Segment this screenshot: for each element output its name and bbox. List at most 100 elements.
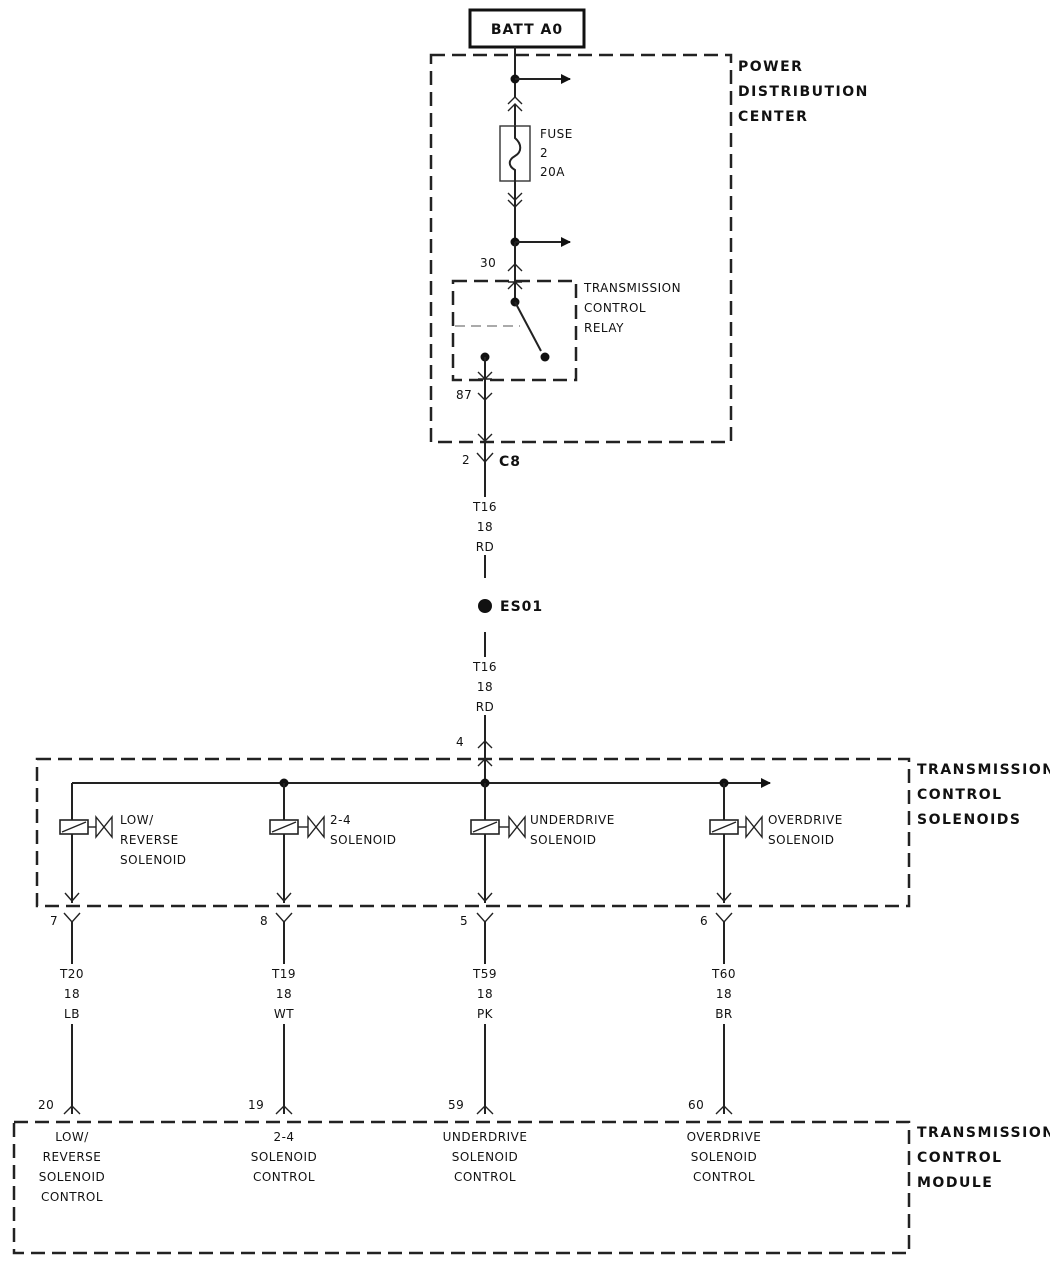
wire-3-gauge: 18 — [477, 987, 493, 1001]
transmission-control-relay: TRANSMISSION CONTROL RELAY — [451, 279, 681, 382]
solenoid-valve-icon — [745, 815, 763, 839]
fuse-label-line-1: FUSE — [540, 127, 573, 141]
wire-1-circuit: T20 — [59, 967, 84, 981]
wire-2-circuit: T19 — [271, 967, 296, 981]
tcm-label-line-1: TRANSMISSION — [917, 1125, 1050, 1141]
solenoid-1-out-pin: 7 — [50, 914, 58, 928]
tcm-input-2-line-3: CONTROL — [253, 1170, 315, 1184]
connector-symbol — [715, 1105, 733, 1115]
tcm-input-1-line-2: REVERSE — [43, 1150, 102, 1164]
transmission-control-module: TRANSMISSION CONTROL MODULE LOW/ REVERSE… — [12, 1120, 1050, 1255]
solenoid-4-label-line-2: SOLENOID — [768, 833, 835, 847]
solenoid-block-boundary — [35, 757, 911, 908]
tcm-pin-20: 20 — [38, 1098, 54, 1112]
wire-4-circuit: T60 — [711, 967, 736, 981]
tcm-input-3-line-3: CONTROL — [454, 1170, 516, 1184]
solenoid-1-label-line-3: SOLENOID — [120, 853, 187, 867]
splice-es01: ES01 — [478, 599, 543, 615]
tcm-input-4-line-1: OVERDRIVE — [687, 1130, 762, 1144]
connector-chevron — [477, 433, 493, 442]
fuse-label-line-2: 2 — [540, 146, 548, 160]
tcm-input-3-line-1: UNDERDRIVE — [443, 1130, 528, 1144]
connector-chevron — [507, 281, 523, 290]
wire-lower-color: RD — [476, 700, 495, 714]
tcm-boundary — [12, 1120, 911, 1255]
solenoid-output-pins: 7 8 5 6 — [50, 912, 733, 928]
wire-lower-gauge: 18 — [477, 680, 493, 694]
fuse-label-line-3: 20A — [540, 165, 565, 179]
2-4-solenoid: 2-4 SOLENOID — [269, 783, 396, 903]
pdc-label-line-3: CENTER — [738, 109, 808, 125]
coil-stroke — [271, 821, 297, 833]
solenoid-valve-icon — [508, 815, 526, 839]
solenoid-valve-icon — [95, 815, 113, 839]
relay-pin-87: 87 — [456, 388, 472, 402]
tcm-input-1-line-1: LOW/ — [55, 1130, 89, 1144]
tcm-input-1-line-4: CONTROL — [41, 1190, 103, 1204]
wire-2-gauge: 18 — [276, 987, 292, 1001]
wire-label-upper: T16 18 RD — [470, 497, 500, 555]
wire-4-color: BR — [715, 1007, 733, 1021]
connector-chevron — [477, 740, 493, 749]
connector-chevron — [276, 892, 292, 903]
relay-pin-30: 30 — [480, 256, 496, 270]
connector-c8: 2 C8 — [462, 452, 520, 470]
connector-chevron — [477, 892, 493, 903]
tcm-pin-60: 60 — [688, 1098, 704, 1112]
tcm-input-4-line-3: CONTROL — [693, 1170, 755, 1184]
wire-2-color: WT — [274, 1007, 294, 1021]
pdc-label-line-1: POWER — [738, 59, 803, 75]
tcm-input-3-line-2: SOLENOID — [452, 1150, 519, 1164]
connector-symbol — [63, 912, 81, 924]
solenoid-1-label-line-2: REVERSE — [120, 833, 179, 847]
relay-label-line-2: CONTROL — [584, 301, 646, 315]
connector-symbol — [63, 1105, 81, 1115]
output-wire-labels: T20 18 LB T19 18 WT T59 18 PK T60 18 BR — [55, 964, 741, 1024]
connector-symbol — [275, 912, 293, 924]
solenoid-4-out-pin: 6 — [700, 914, 708, 928]
relay-label-line-3: RELAY — [584, 321, 624, 335]
wire-lower-circuit: T16 — [472, 660, 497, 674]
wire-upper-circuit: T16 — [472, 500, 497, 514]
connector-chevron — [507, 192, 523, 208]
fuse-icon — [508, 126, 522, 181]
connector-symbol — [715, 912, 733, 924]
connector-chevron — [477, 758, 493, 767]
solenoid-valve-icon — [307, 815, 325, 839]
battery-source: BATT A0 — [468, 8, 586, 49]
power-distribution-center: POWER DISTRIBUTION CENTER — [429, 53, 867, 444]
wire-3-circuit: T59 — [472, 967, 497, 981]
solenoid-3-out-pin: 5 — [460, 914, 468, 928]
coil-stroke — [711, 821, 737, 833]
splice-dot — [478, 599, 492, 613]
connector-c8-pin: 2 — [462, 453, 470, 467]
wire-upper-color: RD — [476, 540, 495, 554]
relay-switch-arm — [514, 301, 542, 352]
connector-chevron — [477, 371, 493, 380]
splice-name: ES01 — [500, 599, 543, 615]
connector-symbol — [476, 1105, 494, 1115]
solenoid-3-label-line-2: SOLENOID — [530, 833, 597, 847]
connector-symbol — [275, 1105, 293, 1115]
solenoid-3-label-line-1: UNDERDRIVE — [530, 813, 615, 827]
solenoid-input-pin: 4 — [456, 735, 464, 749]
tcm-label-line-2: CONTROL — [917, 1150, 1003, 1166]
coil-stroke — [61, 821, 87, 833]
transmission-control-solenoids: TRANSMISSION CONTROL SOLENOIDS — [35, 757, 1050, 908]
connector-symbol — [476, 912, 494, 924]
solenoid-2-label-line-1: 2-4 — [330, 813, 351, 827]
relay-boundary — [451, 279, 578, 382]
low-reverse-solenoid: LOW/ REVERSE SOLENOID — [59, 783, 187, 903]
solenoid-2-out-pin: 8 — [260, 914, 268, 928]
solenoid-4-label-line-1: OVERDRIVE — [768, 813, 843, 827]
wire-label-lower: T16 18 RD — [470, 657, 500, 715]
relay-contact-dot — [540, 352, 550, 362]
connector-chevron — [477, 392, 493, 401]
solenoid-block-label-line-3: SOLENOIDS — [917, 812, 1022, 828]
tcm-input-2-line-1: 2-4 — [273, 1130, 294, 1144]
tcm-input-1-line-3: SOLENOID — [39, 1170, 106, 1184]
tcm-input-2-line-2: SOLENOID — [251, 1150, 318, 1164]
connector-chevron — [716, 892, 732, 903]
wire-1-gauge: 18 — [64, 987, 80, 1001]
